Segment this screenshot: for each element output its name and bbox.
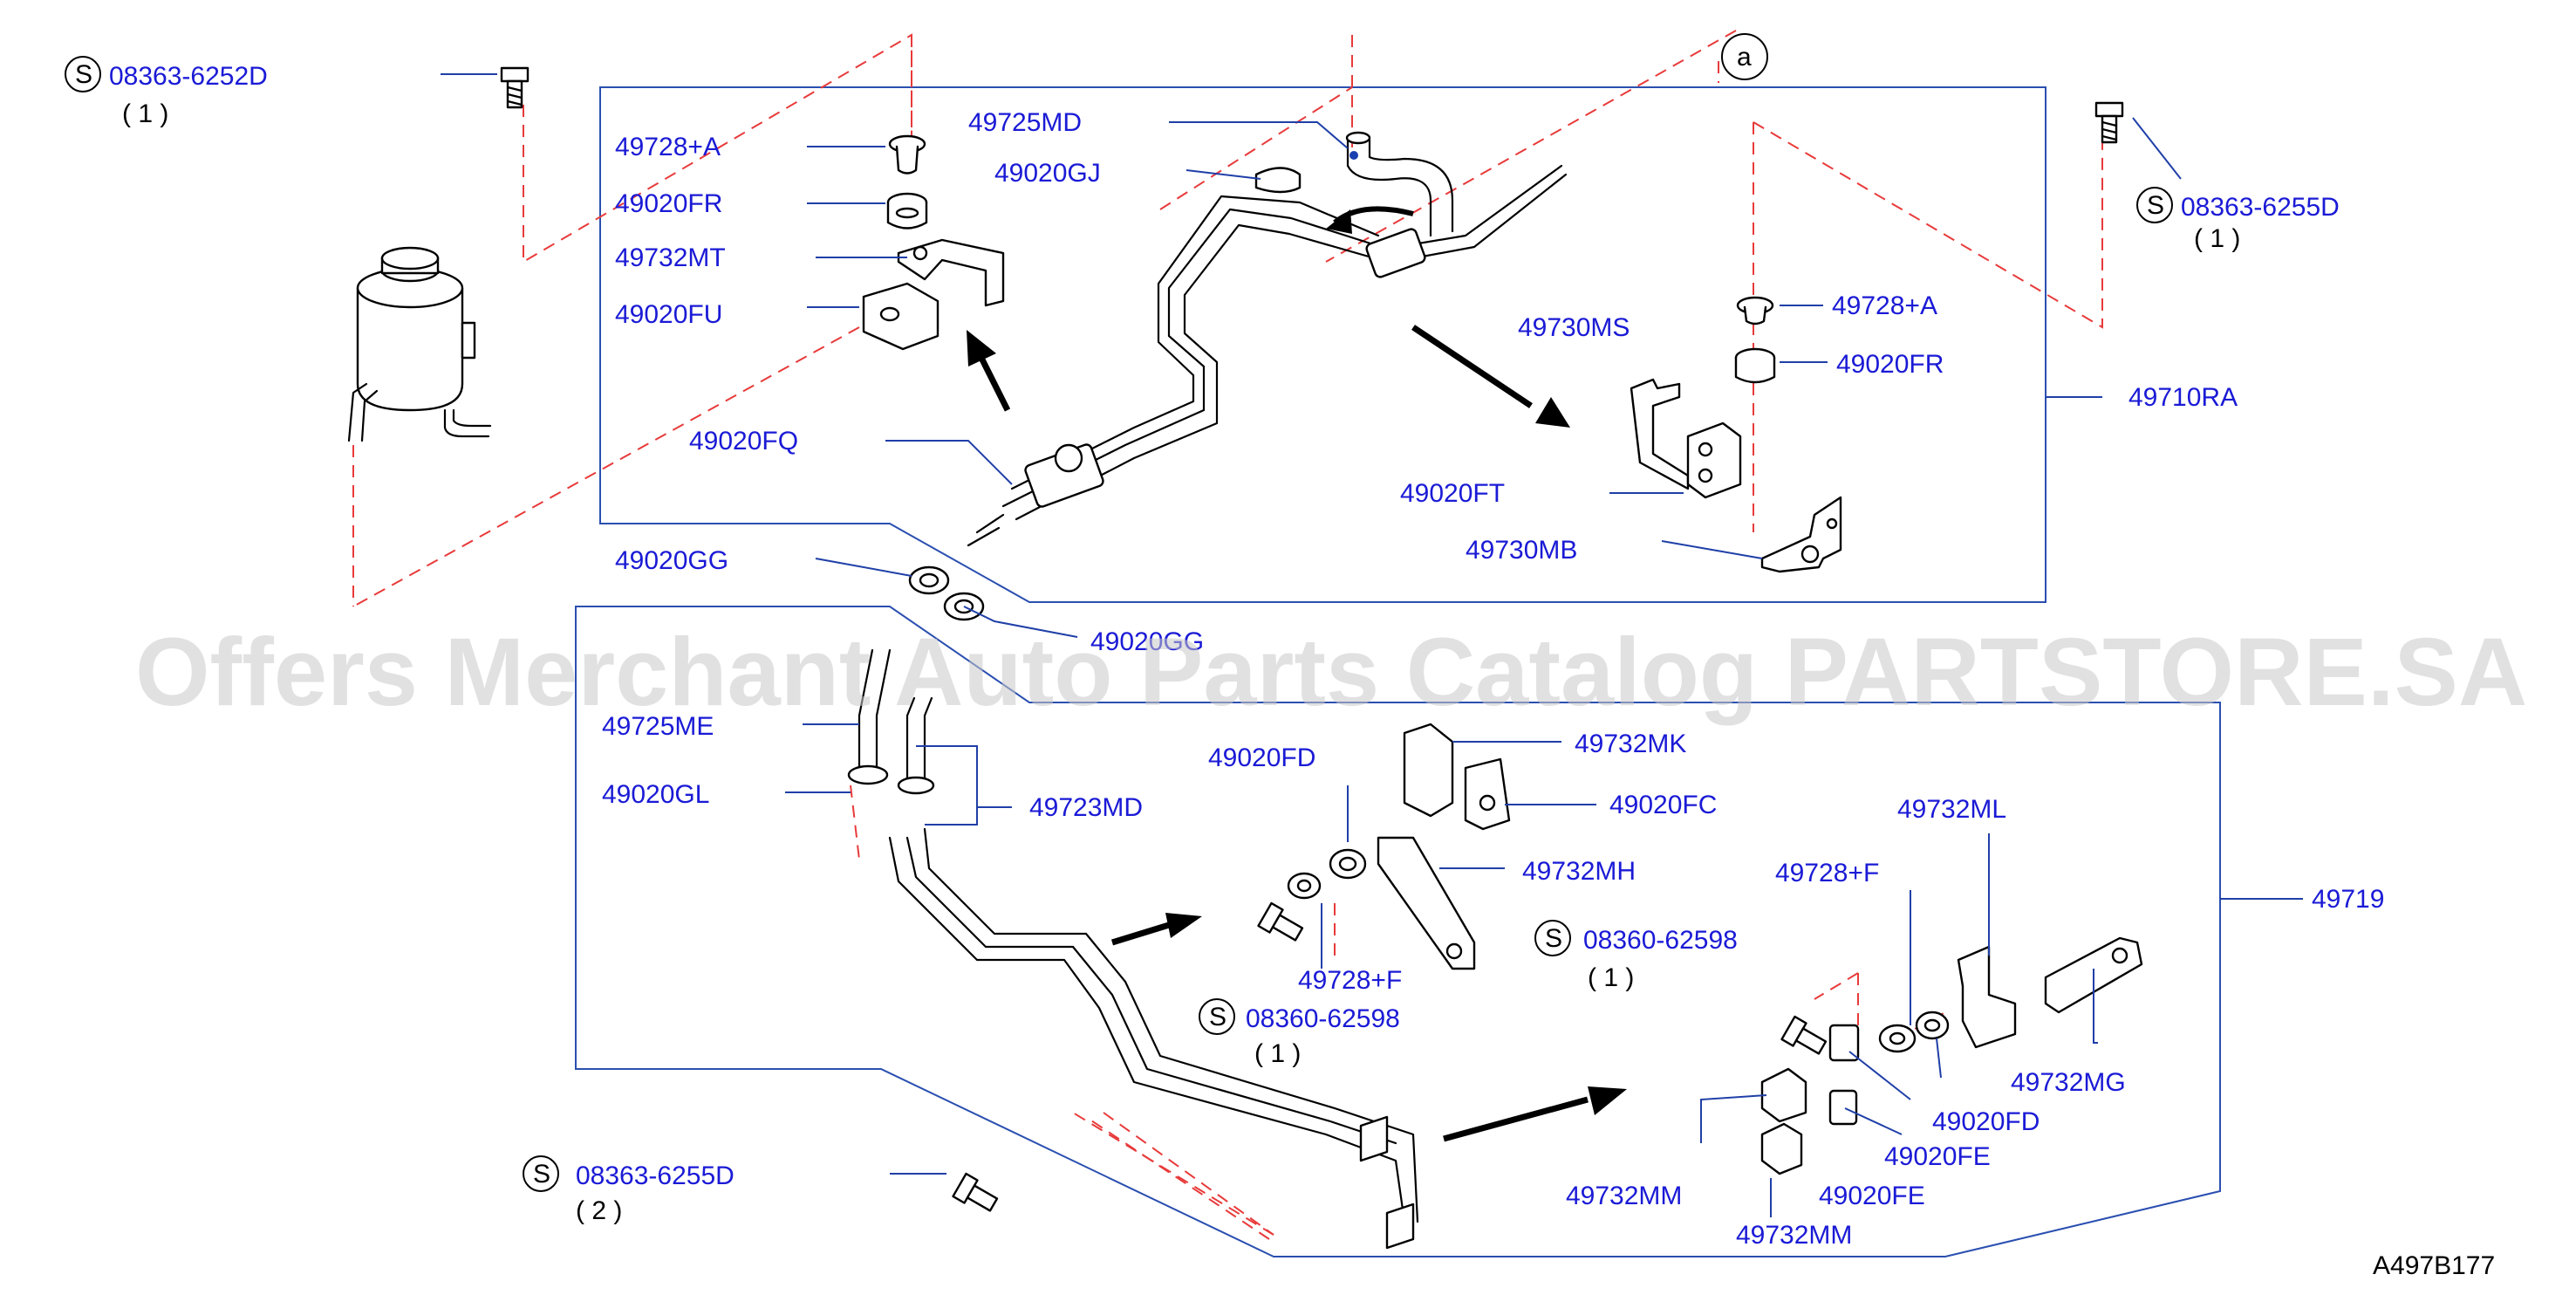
part-labels: 49728+A 49020FR 49732MT 49020FU 49725MD … (602, 108, 2384, 1250)
label-49728A-left: 49728+A (615, 133, 721, 161)
label-49732ML: 49732ML (1897, 795, 2006, 824)
svg-text:a: a (1737, 43, 1752, 72)
svg-text:( 1 ): ( 1 ) (1254, 1039, 1301, 1068)
label-49730MB: 49730MB (1466, 536, 1577, 565)
s-symbol-icon (523, 1155, 559, 1192)
screw-callout-4: S 08360-62598 ( 1 ) (1199, 998, 1400, 1068)
label-49725ME: 49725ME (602, 712, 714, 741)
label-49020GG-b: 49020GG (1090, 627, 1204, 656)
svg-text:( 1 ): ( 1 ) (122, 99, 168, 128)
label-49725MD: 49725MD (968, 108, 1082, 137)
label-49020FE-b: 49020FE (1819, 1182, 1925, 1210)
lower-pipe-assembly (847, 648, 2143, 1250)
label-49020GJ: 49020GJ (994, 159, 1101, 188)
diagram-id: A497B177 (2373, 1251, 2495, 1280)
svg-text:( 1 ): ( 1 ) (1588, 963, 1634, 992)
upper-pipe-assembly (967, 131, 1568, 547)
label-49020FU: 49020FU (615, 300, 722, 329)
reference-marker-a: a (1721, 33, 1768, 80)
svg-text:S: S (533, 1160, 550, 1189)
watermark-text: Offers Merchant Auto Parts Catalog PARTS… (135, 619, 2527, 726)
svg-text:S: S (75, 60, 92, 89)
svg-text:08363-6255D: 08363-6255D (576, 1161, 735, 1190)
label-49710RA: 49710RA (2128, 383, 2238, 412)
label-49020FQ: 49020FQ (689, 427, 798, 456)
label-49020FD-right: 49020FD (1932, 1107, 2040, 1136)
label-49020GL: 49020GL (602, 780, 709, 809)
svg-text:08363-6255D: 08363-6255D (2181, 193, 2340, 222)
label-49020FC: 49020FC (1609, 791, 1717, 819)
upper-right-brackets (1630, 296, 1842, 573)
label-49732MM-a: 49732MM (1566, 1182, 1682, 1210)
label-49020FR-right: 49020FR (1836, 350, 1944, 379)
label-49020FR-left: 49020FR (615, 189, 722, 218)
s-symbol-icon (65, 56, 101, 92)
screw-callout-1: S 08363-6252D ( 1 ) (65, 56, 268, 128)
svg-text:08363-6252D: 08363-6252D (109, 62, 268, 91)
label-49020FD-top: 49020FD (1208, 743, 1315, 772)
hose-clamps (908, 565, 985, 621)
screw-callout-3: S 08360-62598 ( 1 ) (1534, 920, 1738, 992)
svg-text:08360-62598: 08360-62598 (1246, 1004, 1400, 1033)
label-49732MT: 49732MT (615, 243, 726, 272)
label-49732MG: 49732MG (2011, 1068, 2126, 1097)
s-symbol-icon (1199, 998, 1235, 1035)
label-49020FT: 49020FT (1400, 479, 1505, 508)
bolt-icons (500, 66, 2124, 1212)
lower-assembly-box (575, 606, 2221, 1257)
svg-text:( 1 ): ( 1 ) (2194, 224, 2240, 253)
label-49730MS: 49730MS (1518, 313, 1630, 342)
label-49732MH: 49732MH (1522, 857, 1636, 886)
upper-assembly-box (599, 86, 2046, 603)
svg-text:S: S (2147, 191, 2164, 220)
label-49728A-right: 49728+A (1832, 291, 1937, 320)
direction-arrows (967, 325, 1627, 1142)
label-49723MD: 49723MD (1029, 793, 1143, 822)
label-49732MM-b: 49732MM (1736, 1221, 1852, 1250)
svg-text:08360-62598: 08360-62598 (1583, 926, 1738, 955)
upper-left-grommets (862, 134, 1005, 351)
label-49732MK: 49732MK (1575, 730, 1686, 758)
label-49719: 49719 (2312, 885, 2384, 914)
leader-lines (441, 73, 2303, 1217)
label-49020FE-a: 49020FE (1884, 1142, 1991, 1171)
s-symbol-icon (1534, 920, 1571, 956)
screw-callouts: S 08363-6252D ( 1 ) S 08363-6255D ( 1 ) … (65, 56, 2340, 1225)
s-symbol-icon (2136, 187, 2173, 223)
screw-callout-5: S 08363-6255D ( 2 ) (523, 1155, 735, 1225)
reservoir-tank (347, 246, 492, 442)
label-49020GG-a: 49020GG (615, 546, 728, 575)
svg-text:( 2 ): ( 2 ) (576, 1196, 622, 1225)
svg-text:S: S (1209, 1003, 1227, 1031)
svg-text:S: S (1545, 924, 1562, 953)
label-49728F-mid: 49728+F (1298, 966, 1402, 995)
screw-callout-2: S 08363-6255D ( 1 ) (2136, 187, 2340, 253)
label-49728F-right: 49728+F (1775, 859, 1879, 887)
